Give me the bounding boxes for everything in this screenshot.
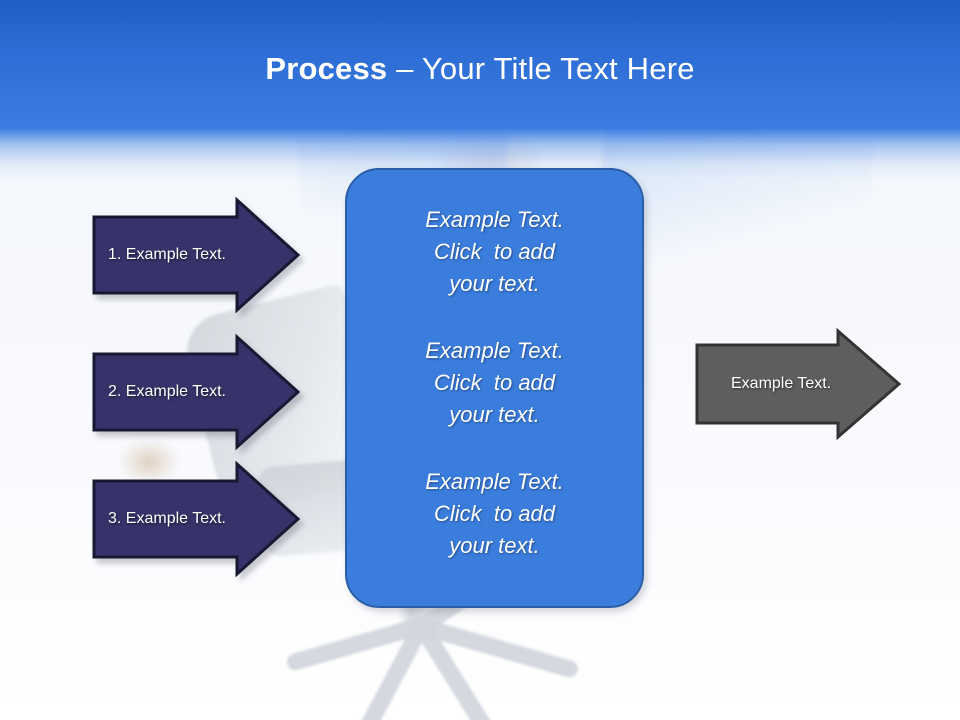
page-title-rest: – Your Title Text Here bbox=[396, 51, 695, 86]
panel-block-1-line-1: Example Text. bbox=[425, 207, 564, 232]
background-photo-chair-knob-icon bbox=[120, 440, 178, 484]
background-photo-chair-base-icon bbox=[252, 546, 602, 720]
input-arrow-2[interactable]: 2. Example Text. bbox=[92, 333, 301, 451]
output-arrow[interactable]: Example Text. bbox=[695, 327, 902, 441]
panel-text-block-1: Example Text. Click to add your text. bbox=[379, 204, 611, 300]
panel-block-1-line-2: Click to add bbox=[433, 239, 556, 264]
panel-block-3-line-1: Example Text. bbox=[425, 469, 564, 494]
page-title-bold: Process bbox=[265, 51, 397, 86]
panel-text-block-2: Example Text. Click to add your text. bbox=[379, 335, 611, 431]
right-arrow-icon bbox=[695, 327, 902, 441]
right-arrow-icon bbox=[92, 196, 301, 314]
right-arrow-icon bbox=[92, 333, 301, 451]
input-arrow-1[interactable]: 1. Example Text. bbox=[92, 196, 301, 314]
input-arrow-3[interactable]: 3. Example Text. bbox=[92, 460, 301, 578]
panel-block-1-line-3: your text. bbox=[449, 271, 540, 296]
panel-block-3-line-3: your text. bbox=[449, 533, 540, 558]
title-banner bbox=[0, 0, 960, 129]
page-title: Process – Your Title Text Here bbox=[0, 50, 960, 88]
panel-block-2-line-2: Click to add bbox=[433, 370, 556, 395]
panel-block-2-line-1: Example Text. bbox=[425, 338, 564, 363]
panel-text-block-3: Example Text. Click to add your text. bbox=[379, 466, 611, 562]
panel-block-2-line-3: your text. bbox=[449, 402, 540, 427]
right-arrow-icon bbox=[92, 460, 301, 578]
process-content-panel[interactable]: Example Text. Click to add your text. Ex… bbox=[345, 168, 644, 608]
panel-block-3-line-2: Click to add bbox=[433, 501, 556, 526]
